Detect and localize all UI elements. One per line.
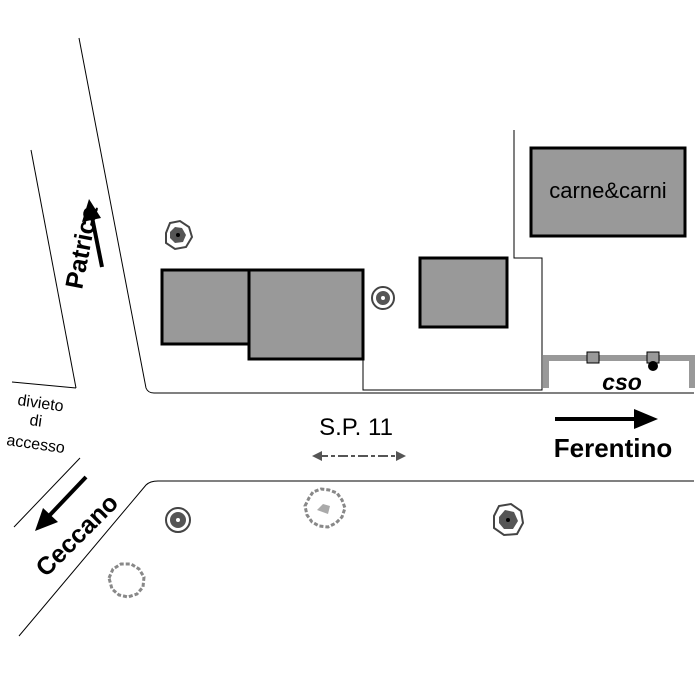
buildings — [160, 146, 687, 361]
ceccano-road-edge — [11, 381, 77, 389]
arrow-icon — [555, 409, 658, 429]
no-entry-line-2: di — [28, 412, 43, 431]
no-entry-note: divieto di accesso — [5, 392, 66, 457]
building-center — [247, 268, 365, 361]
arrow-icon — [82, 199, 104, 268]
ceccano-road-north-edge — [13, 457, 81, 528]
tree-icon — [493, 502, 525, 537]
building-west — [160, 268, 252, 346]
shrub-icon — [107, 562, 146, 599]
building-east — [418, 256, 509, 329]
no-entry-line-3: accesso — [5, 432, 66, 457]
direction-label-ceccano: Ceccano — [30, 489, 123, 582]
sensor-point-icon — [648, 361, 658, 371]
patrica-road-east-edge — [78, 37, 694, 394]
double-arrow-icon — [312, 451, 406, 461]
shop-label: carne&carni — [549, 178, 666, 203]
site-label: cso — [602, 369, 642, 395]
shrub-icon — [303, 487, 347, 529]
tree-icon — [165, 219, 194, 251]
cso-fence — [543, 355, 695, 388]
cso-site: cso — [543, 351, 695, 395]
patrica-road-west-edge — [30, 149, 77, 389]
road-label: S.P. 11 — [319, 414, 393, 441]
road-outlines — [11, 37, 694, 637]
building-carne-carni — [529, 146, 687, 238]
road-south-edge — [18, 480, 694, 637]
tree-icon — [371, 286, 395, 310]
tree-icon — [165, 507, 191, 533]
no-entry-line-1: divieto — [16, 392, 64, 415]
sensor-point-icon — [586, 351, 600, 364]
direction-label-ferentino: Ferentino — [554, 433, 672, 463]
arrow-icon — [35, 475, 88, 531]
building-plot-line — [362, 130, 543, 391]
